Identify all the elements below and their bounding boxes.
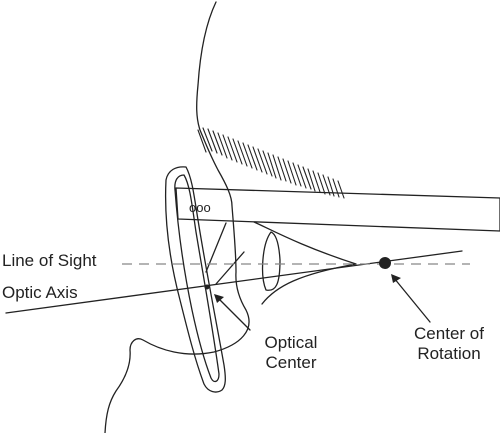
center-of-rotation-label: Center of Rotation [400, 324, 498, 364]
eye-diagonal-lower [215, 251, 245, 285]
optical-center-label: Optical Center [246, 333, 336, 373]
center-of-rotation-point [379, 257, 391, 269]
temple-arm [175, 187, 500, 232]
optical-center-arrowhead [214, 294, 224, 303]
optic-axis-label: Optic Axis [2, 283, 78, 302]
face-profile [104, 1, 250, 433]
eye-lens [261, 231, 281, 291]
center-of-rotation-leader [393, 277, 431, 323]
eye-cone [253, 221, 357, 305]
optical-center-label-line1: Optical [264, 333, 318, 352]
eyelashes [197, 127, 345, 199]
lens-frame-outer [164, 166, 226, 393]
line-of-sight-label: Line of Sight [2, 251, 97, 270]
temple-mark: ooo [189, 200, 211, 215]
optical-center-leader [215, 295, 251, 331]
center-of-rotation-label-line2: Rotation [417, 344, 481, 363]
center-of-rotation-label-line1: Center of [414, 324, 484, 343]
optical-center-point [204, 284, 210, 290]
center-of-rotation-arrowhead [391, 274, 401, 283]
optical-center-label-line2: Center [265, 353, 317, 372]
lens-frame-inner [174, 174, 220, 383]
